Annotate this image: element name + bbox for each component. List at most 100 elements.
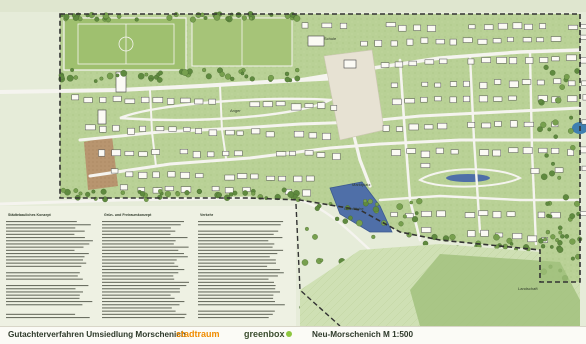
tree [232,190,238,196]
house [275,101,286,107]
large-building [343,59,357,69]
house [522,147,533,154]
house [237,173,248,179]
house [567,95,578,102]
tree [156,77,163,83]
house [180,97,191,103]
house [301,22,309,29]
house [464,212,476,218]
text-line [102,221,184,223]
text-line [198,288,276,290]
text-line [6,294,80,296]
site-boundary [59,13,581,283]
house [508,80,519,88]
tree [574,200,580,207]
tree [396,203,403,210]
house [494,121,502,127]
house [195,173,204,178]
text-line [102,243,174,245]
text-line [6,313,76,315]
tree [574,68,580,74]
house [492,211,502,219]
text-line [102,256,188,258]
house [308,132,317,139]
house [463,80,470,87]
house [551,56,560,62]
house [506,211,516,217]
tree [139,191,146,197]
house [525,57,534,64]
tree [268,74,274,81]
house [99,97,107,103]
text-col3-heading: Verkehr [200,213,214,217]
house [530,168,540,174]
house [293,131,305,138]
house [568,24,578,30]
tree [184,190,190,196]
house [492,38,502,44]
house [180,172,190,179]
text-line [6,221,77,223]
house [249,101,260,107]
house [110,168,119,174]
text-line [102,301,185,303]
text-line [6,285,89,287]
house [127,127,135,135]
text-line [6,304,83,306]
tree [557,175,562,180]
house [567,149,574,156]
tree [356,219,363,227]
pond-small [446,174,490,182]
text-line [198,310,275,312]
house [462,37,473,43]
text-line [6,256,85,258]
house [224,174,235,181]
house [306,175,315,182]
house [512,233,523,240]
tree [545,201,550,206]
tree [449,234,456,241]
house [408,123,419,131]
tree [555,238,560,243]
house [262,101,273,108]
tree [158,189,163,194]
house [467,230,476,237]
text-line [198,269,280,271]
text-line [102,237,188,239]
text-line [102,317,185,319]
house [509,57,518,65]
house [139,125,146,132]
house [424,124,434,130]
tree [569,115,574,120]
house [539,57,549,63]
house [434,96,442,102]
text-line [102,294,171,296]
tree [549,69,556,76]
house [317,102,326,109]
house [398,25,407,32]
house [374,40,383,47]
house [494,79,502,85]
house [211,186,220,192]
house [138,151,148,157]
tree [158,70,163,76]
text-line [198,297,274,299]
footer-title: Gutachterverfahren Umsiedlung Morschenic… [8,330,186,339]
house [195,128,202,134]
description-text [6,221,285,319]
house [580,34,586,40]
house [435,147,444,154]
tree [416,198,423,205]
house [449,81,457,87]
tree [304,226,309,231]
house [138,172,148,179]
house [420,37,429,44]
tree [235,12,242,18]
tree [164,190,171,198]
house [406,38,414,46]
text-line [102,262,175,264]
tree [240,71,245,76]
text-line [198,294,274,296]
tree [509,242,514,246]
